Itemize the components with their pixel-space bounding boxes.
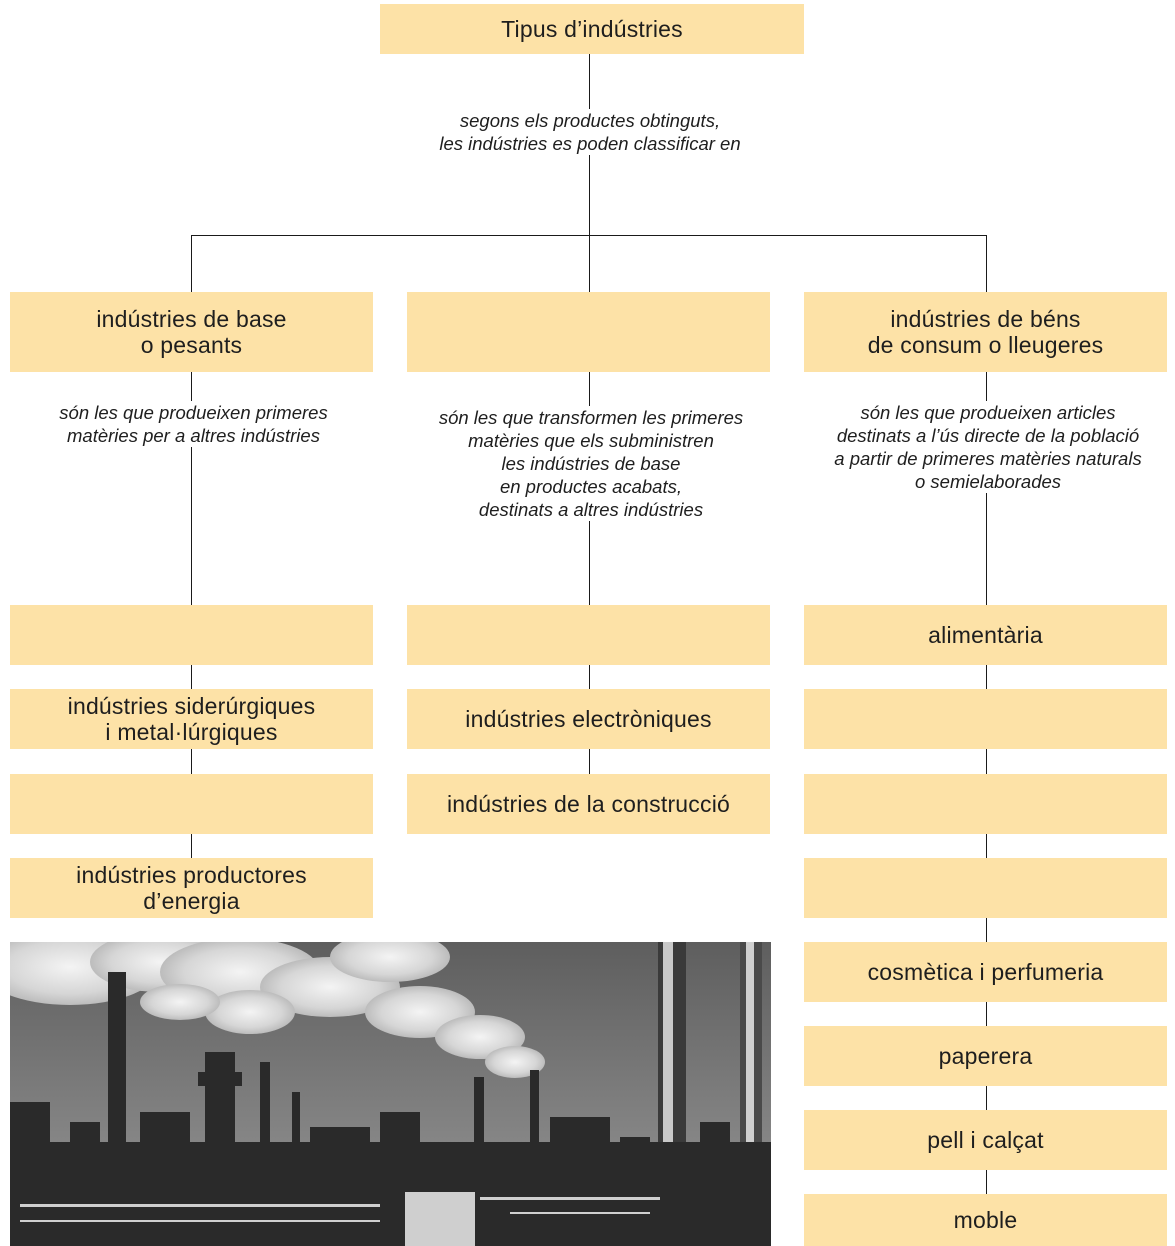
heavy-item-2: indústries siderúrgiques i metal·lúrgiqu…	[10, 689, 373, 749]
intermediate-item-3: indústries de la construcció	[407, 774, 770, 834]
factory-silhouette	[10, 942, 771, 1246]
consumer-item-8: moble	[804, 1194, 1167, 1246]
consumer-item-2	[804, 689, 1167, 749]
heading-heavy-industries: indústries de base o pesants	[10, 292, 373, 372]
description-heavy-industries: són les que produeixen primeres matèries…	[22, 401, 365, 447]
intermediate-item-1	[407, 605, 770, 665]
tanks-and-pipes	[20, 1192, 660, 1246]
description-intermediate-industries: són les que transformen les primeres mat…	[404, 406, 778, 521]
heavy-item-1	[10, 605, 373, 665]
consumer-item-4	[804, 858, 1167, 918]
consumer-item-1: alimentària	[804, 605, 1167, 665]
description-consumer-industries: són les que produeixen articles destinat…	[800, 401, 1175, 493]
root-title-box: Tipus d’indústries	[380, 4, 804, 54]
root-connector-text: segons els productes obtinguts, les indú…	[395, 109, 785, 155]
heading-consumer-industries: indústries de béns de consum o lleugeres	[804, 292, 1167, 372]
col2-spine-line	[589, 372, 590, 804]
intermediate-item-2: indústries electròniques	[407, 689, 770, 749]
heavy-item-4: indústries productores d’energia	[10, 858, 373, 918]
col1-branch-line	[191, 235, 192, 292]
root-connector-line	[589, 54, 590, 292]
heading-intermediate-industries	[407, 292, 770, 372]
heavy-item-3	[10, 774, 373, 834]
factory-photo	[10, 942, 771, 1246]
consumer-item-5: cosmètica i perfumeria	[804, 942, 1167, 1002]
consumer-item-7: pell i calçat	[804, 1110, 1167, 1170]
branch-line	[191, 235, 987, 236]
consumer-item-3	[804, 774, 1167, 834]
col3-branch-line	[986, 235, 987, 292]
consumer-item-6: paperera	[804, 1026, 1167, 1086]
